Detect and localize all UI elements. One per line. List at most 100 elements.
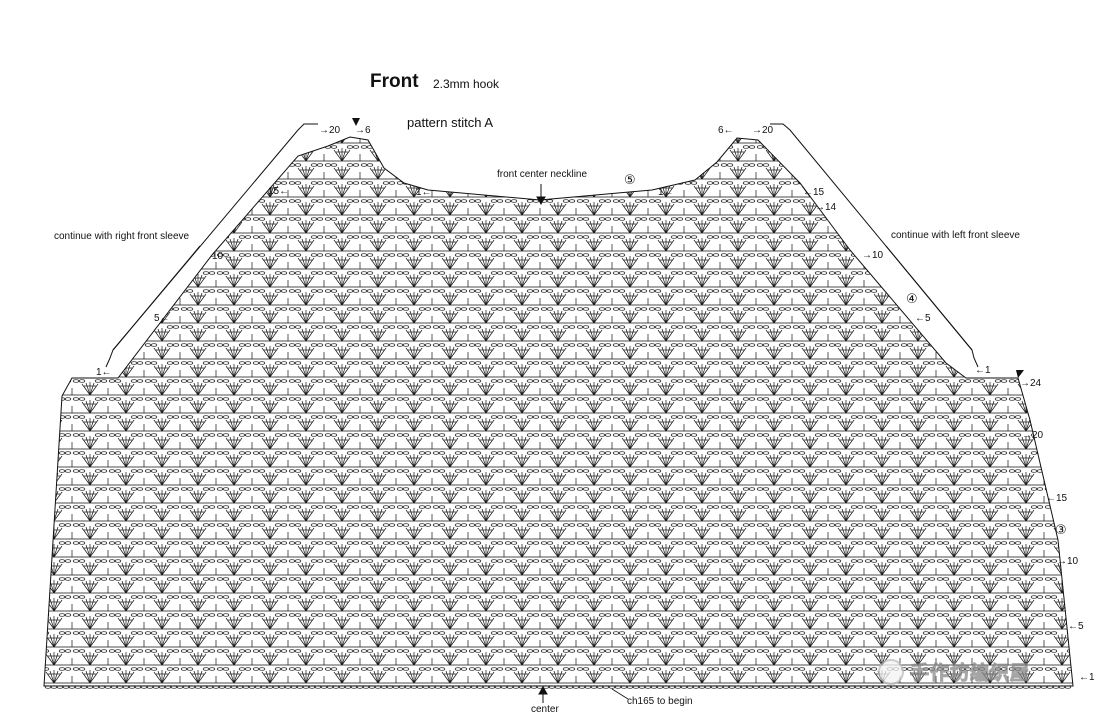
chain-stitch [80, 685, 88, 689]
chain-stitch [128, 685, 136, 689]
stitch-pattern: pattern stitch A [407, 115, 493, 130]
chain-stitch [920, 685, 928, 689]
row-marker: ←5 [915, 313, 931, 324]
chain-stitch [488, 685, 496, 689]
chain-stitch [566, 685, 574, 689]
chain-stitch [518, 685, 526, 689]
chain-stitch [782, 685, 790, 689]
chain-stitch [926, 685, 934, 689]
row-marker: ←1 [1079, 672, 1095, 683]
chain-stitch [122, 685, 130, 689]
chain-stitch [1052, 685, 1060, 689]
chain-stitch [746, 685, 754, 689]
chain-stitch [908, 685, 916, 689]
right-sleeve-bracket [105, 123, 318, 368]
chain-stitch [896, 685, 904, 689]
chain-stitch [704, 685, 712, 689]
chain-stitch [140, 685, 148, 689]
chain-stitch [218, 685, 226, 689]
chain-stitch [938, 685, 946, 689]
chain-stitch [686, 685, 694, 689]
chain-stitch [572, 685, 580, 689]
chain-stitch [338, 685, 346, 689]
chain-stitch [134, 685, 142, 689]
chain-stitch [50, 685, 58, 689]
chain-stitch [584, 685, 592, 689]
chain-stitch [1004, 685, 1012, 689]
chain-stitch [224, 685, 232, 689]
section-mark-3: ③ [1055, 523, 1067, 538]
chain-stitch [722, 685, 730, 689]
chain-stitch [1046, 685, 1054, 689]
chain-stitch [110, 685, 118, 689]
chain-stitch [68, 685, 76, 689]
chain-stitch [944, 685, 952, 689]
chain-stitch [872, 685, 880, 689]
chain-stitch [812, 685, 820, 689]
chain-stitch [1034, 685, 1042, 689]
chain-stitch [266, 685, 274, 689]
chain-stitch [1022, 685, 1030, 689]
chain-stitch [980, 685, 988, 689]
chain-stitch [380, 685, 388, 689]
chain-stitch [494, 685, 502, 689]
chain-stitch [278, 685, 286, 689]
chain-stitch [440, 685, 448, 689]
chain-stitch [758, 685, 766, 689]
chain-stitch [302, 685, 310, 689]
chain-stitch [878, 685, 886, 689]
chain-stitch [902, 685, 910, 689]
center-arrow-icon [538, 685, 548, 703]
chain-stitch [650, 685, 658, 689]
chain-stitch [764, 685, 772, 689]
chain-stitch [158, 685, 166, 689]
chain-stitch [404, 685, 412, 689]
garment-body [43, 136, 1074, 687]
chain-stitch [1058, 685, 1066, 689]
chain-stitch [254, 685, 262, 689]
chain-stitch [146, 685, 154, 689]
row-marker: 1← [96, 367, 112, 378]
chain-stitch [992, 685, 1000, 689]
chain-stitch [92, 685, 100, 689]
chain-stitch [296, 685, 304, 689]
chain-stitch [1040, 685, 1048, 689]
chain-stitch [752, 685, 760, 689]
chain-stitch [716, 685, 724, 689]
chain-stitch [434, 685, 442, 689]
chain-stitch [350, 685, 358, 689]
chain-stitch [710, 685, 718, 689]
chain-stitch [800, 685, 808, 689]
chain-stitch [506, 685, 514, 689]
row-marker: →20 [1022, 430, 1044, 441]
chain-stitch [608, 685, 616, 689]
chain-stitch [260, 685, 268, 689]
begin-pointer-line [611, 688, 629, 700]
chain-stitch [770, 685, 778, 689]
chain-stitch [182, 685, 190, 689]
chain-stitch [932, 685, 940, 689]
chain-stitch [44, 685, 52, 689]
section-mark-5: ⑤ [624, 173, 636, 188]
chain-stitch [962, 685, 970, 689]
row-marker: ←15 [803, 187, 825, 198]
chain-stitch [356, 685, 364, 689]
row-marker: 1← [416, 187, 432, 198]
triangle-marker-icon [1016, 370, 1024, 378]
left-sleeve-note: continue with left front sleeve [891, 230, 1020, 241]
row-marker: →10 [1057, 556, 1079, 567]
chain-stitch [1010, 685, 1018, 689]
triangle-marker-icon [352, 118, 360, 126]
chain-stitch [842, 685, 850, 689]
chain-stitch [374, 685, 382, 689]
chain-stitch [104, 685, 112, 689]
row-marker: →14 [815, 202, 837, 213]
chain-stitch [692, 685, 700, 689]
chain-stitch [428, 685, 436, 689]
chain-stitch [950, 685, 958, 689]
foundation-chain [44, 685, 1072, 689]
chain-stitch [860, 685, 868, 689]
chain-stitch [446, 685, 454, 689]
row-marker: →6 [355, 125, 371, 136]
